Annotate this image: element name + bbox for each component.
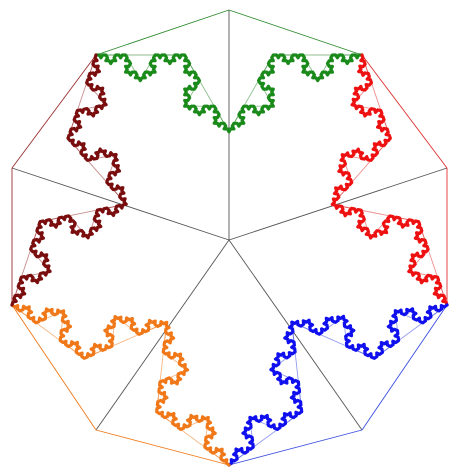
hub-spokes [12, 10, 447, 465]
fractal-arms [12, 55, 447, 465]
star-edge [12, 305, 96, 430]
arm-orange [12, 305, 229, 465]
arm-darkred-curve [12, 55, 126, 305]
hub-spoke [229, 168, 447, 240]
arm-orange-scaffold [12, 305, 229, 465]
arm-darkred [12, 55, 126, 305]
hub-spoke [12, 168, 229, 240]
arm-blue-scaffold [229, 305, 447, 465]
star-edge [96, 10, 229, 55]
star-edge [362, 305, 447, 430]
star-edge [229, 10, 362, 55]
arm-blue [229, 305, 447, 465]
